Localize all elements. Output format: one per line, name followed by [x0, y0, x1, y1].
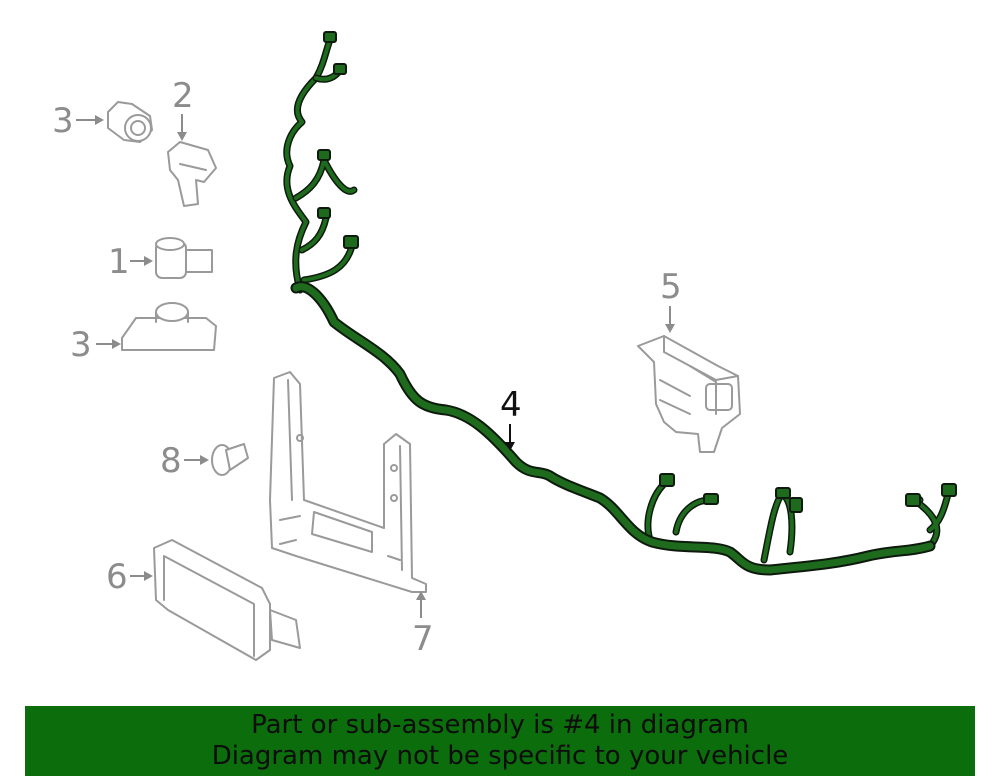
part-3-bracket: 3	[70, 302, 217, 365]
banner-line-1: Part or sub-assembly is #4 in diagram	[251, 710, 749, 740]
callout-4: 4	[500, 385, 522, 425]
part-6-module: 6	[106, 539, 301, 661]
connector-9	[789, 497, 803, 513]
callout-1: 1	[108, 242, 130, 282]
callout-3-top: 3	[52, 101, 74, 141]
connector-5	[343, 235, 359, 249]
callout-8: 8	[160, 441, 182, 481]
connector-11	[941, 483, 957, 497]
part-2-sensor: 2	[167, 76, 217, 207]
banner-line-2: Diagram may not be specific to your vehi…	[211, 741, 789, 771]
connector-2	[333, 63, 347, 75]
part-8-pin: 8	[160, 441, 249, 481]
part-1-sensor: 1	[108, 237, 213, 282]
callout-6: 6	[106, 557, 128, 597]
part-4-harness[interactable]: 4	[283, 31, 957, 576]
connector-10	[905, 493, 921, 507]
connector-4	[317, 207, 331, 219]
connector-1	[323, 31, 337, 43]
callout-3-bottom: 3	[70, 325, 92, 365]
callout-2: 2	[172, 76, 194, 116]
connector-8	[775, 487, 791, 499]
callout-7: 7	[412, 619, 434, 659]
part-5-connector: 5	[637, 267, 741, 453]
harness-connectors	[317, 31, 957, 513]
part-3-sensor-top: 3	[52, 101, 153, 143]
connector-7	[703, 493, 719, 505]
callout-5: 5	[660, 267, 682, 307]
connector-3	[317, 149, 331, 161]
info-banner: Part or sub-assembly is #4 in diagram Di…	[25, 706, 975, 776]
connector-6	[659, 473, 675, 487]
parts-diagram: 3 2 1 3 5	[52, 31, 957, 661]
part-7-frame: 7	[269, 371, 434, 659]
harness-trunk	[290, 281, 936, 576]
